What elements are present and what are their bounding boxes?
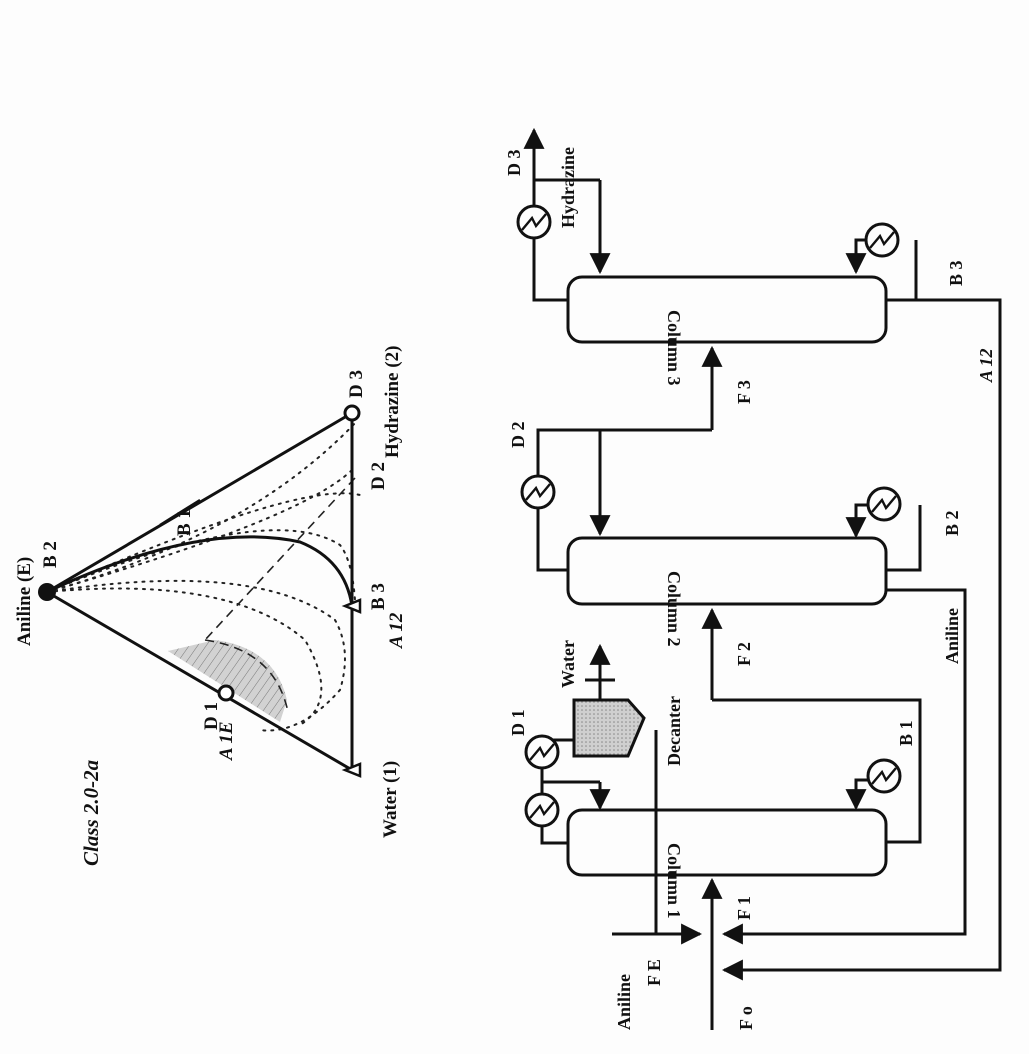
fo-label: F o: [736, 1006, 756, 1030]
f3-label: F 3: [734, 380, 754, 404]
a12-flow-label: A 12: [976, 348, 996, 383]
fe-label: F E: [644, 959, 664, 986]
label-d3: D 3: [346, 370, 367, 398]
decanter-label: Decanter: [664, 696, 684, 766]
label-a1e: A 1E: [216, 721, 237, 761]
ternary-diagram: Class 2.0-2a: [14, 346, 407, 866]
decanter-water-line: [585, 678, 615, 700]
column1-bottoms-line: [886, 760, 922, 844]
d2-flow-label: D 2: [508, 422, 528, 449]
d3-flow-label: D 3: [504, 150, 524, 177]
label-b1: B 1: [174, 509, 195, 536]
f1-label: F 1: [734, 896, 754, 920]
reboiler-3: [864, 222, 900, 258]
column-3-label: Column 3: [664, 310, 684, 386]
water-out-label: Water: [558, 640, 578, 688]
b3-flow-label: B 3: [946, 260, 966, 286]
reboiler-2: [866, 486, 902, 522]
column3-overhead-line: [532, 178, 600, 302]
label-d1: D 1: [201, 702, 222, 730]
vertex-aniline-marker: [38, 583, 56, 601]
water-vertex-marker: [341, 762, 362, 778]
column2-bottoms-line: [886, 505, 922, 572]
dashed-boundaries: [204, 477, 356, 713]
aniline-recycle-line: [730, 588, 967, 936]
hydrazine-label: Hydrazine: [558, 147, 578, 228]
b3-marker: [341, 598, 362, 614]
d1-marker: [217, 684, 235, 702]
column-1-label: Column 1: [664, 843, 684, 919]
column-3: [566, 275, 888, 344]
condenser-2: [520, 474, 556, 510]
label-hydrazine: Hydrazine (2): [382, 346, 403, 458]
column-1: [566, 808, 888, 877]
label-b3: B 3: [368, 583, 389, 610]
condenser-1a: [524, 792, 560, 828]
condenser-3: [516, 204, 552, 240]
flowsheet: [516, 127, 1002, 1030]
b1-flow-label: B 1: [896, 720, 916, 746]
shaded-region: [168, 640, 287, 722]
aniline-feed-label: Aniline: [614, 974, 634, 1030]
label-d2: D 2: [368, 462, 389, 490]
class-label: Class 2.0-2a: [79, 760, 103, 866]
triangle-edges: [46, 411, 354, 772]
d1-flow-label: D 1: [508, 710, 528, 737]
b1-tick: [159, 498, 201, 527]
f2-label: F 2: [734, 642, 754, 666]
distillation-boundary: [46, 535, 354, 607]
aniline-recycle-label: Aniline: [942, 608, 962, 664]
a12-recycle-line: [730, 298, 1002, 972]
column-2: [566, 536, 888, 606]
column-2-label: Column 2: [664, 571, 684, 647]
label-water: Water (1): [380, 761, 401, 838]
b2-flow-label: B 2: [942, 510, 962, 536]
condenser-1b: [524, 734, 560, 770]
d3-marker: [343, 404, 361, 422]
reboiler-1: [866, 758, 902, 794]
label-aniline: Aniline (E): [14, 557, 35, 646]
label-a12: A 12: [386, 612, 407, 649]
decanter: [572, 698, 646, 758]
label-b2: B 2: [40, 541, 61, 568]
b1-to-f2-line: [712, 698, 922, 760]
